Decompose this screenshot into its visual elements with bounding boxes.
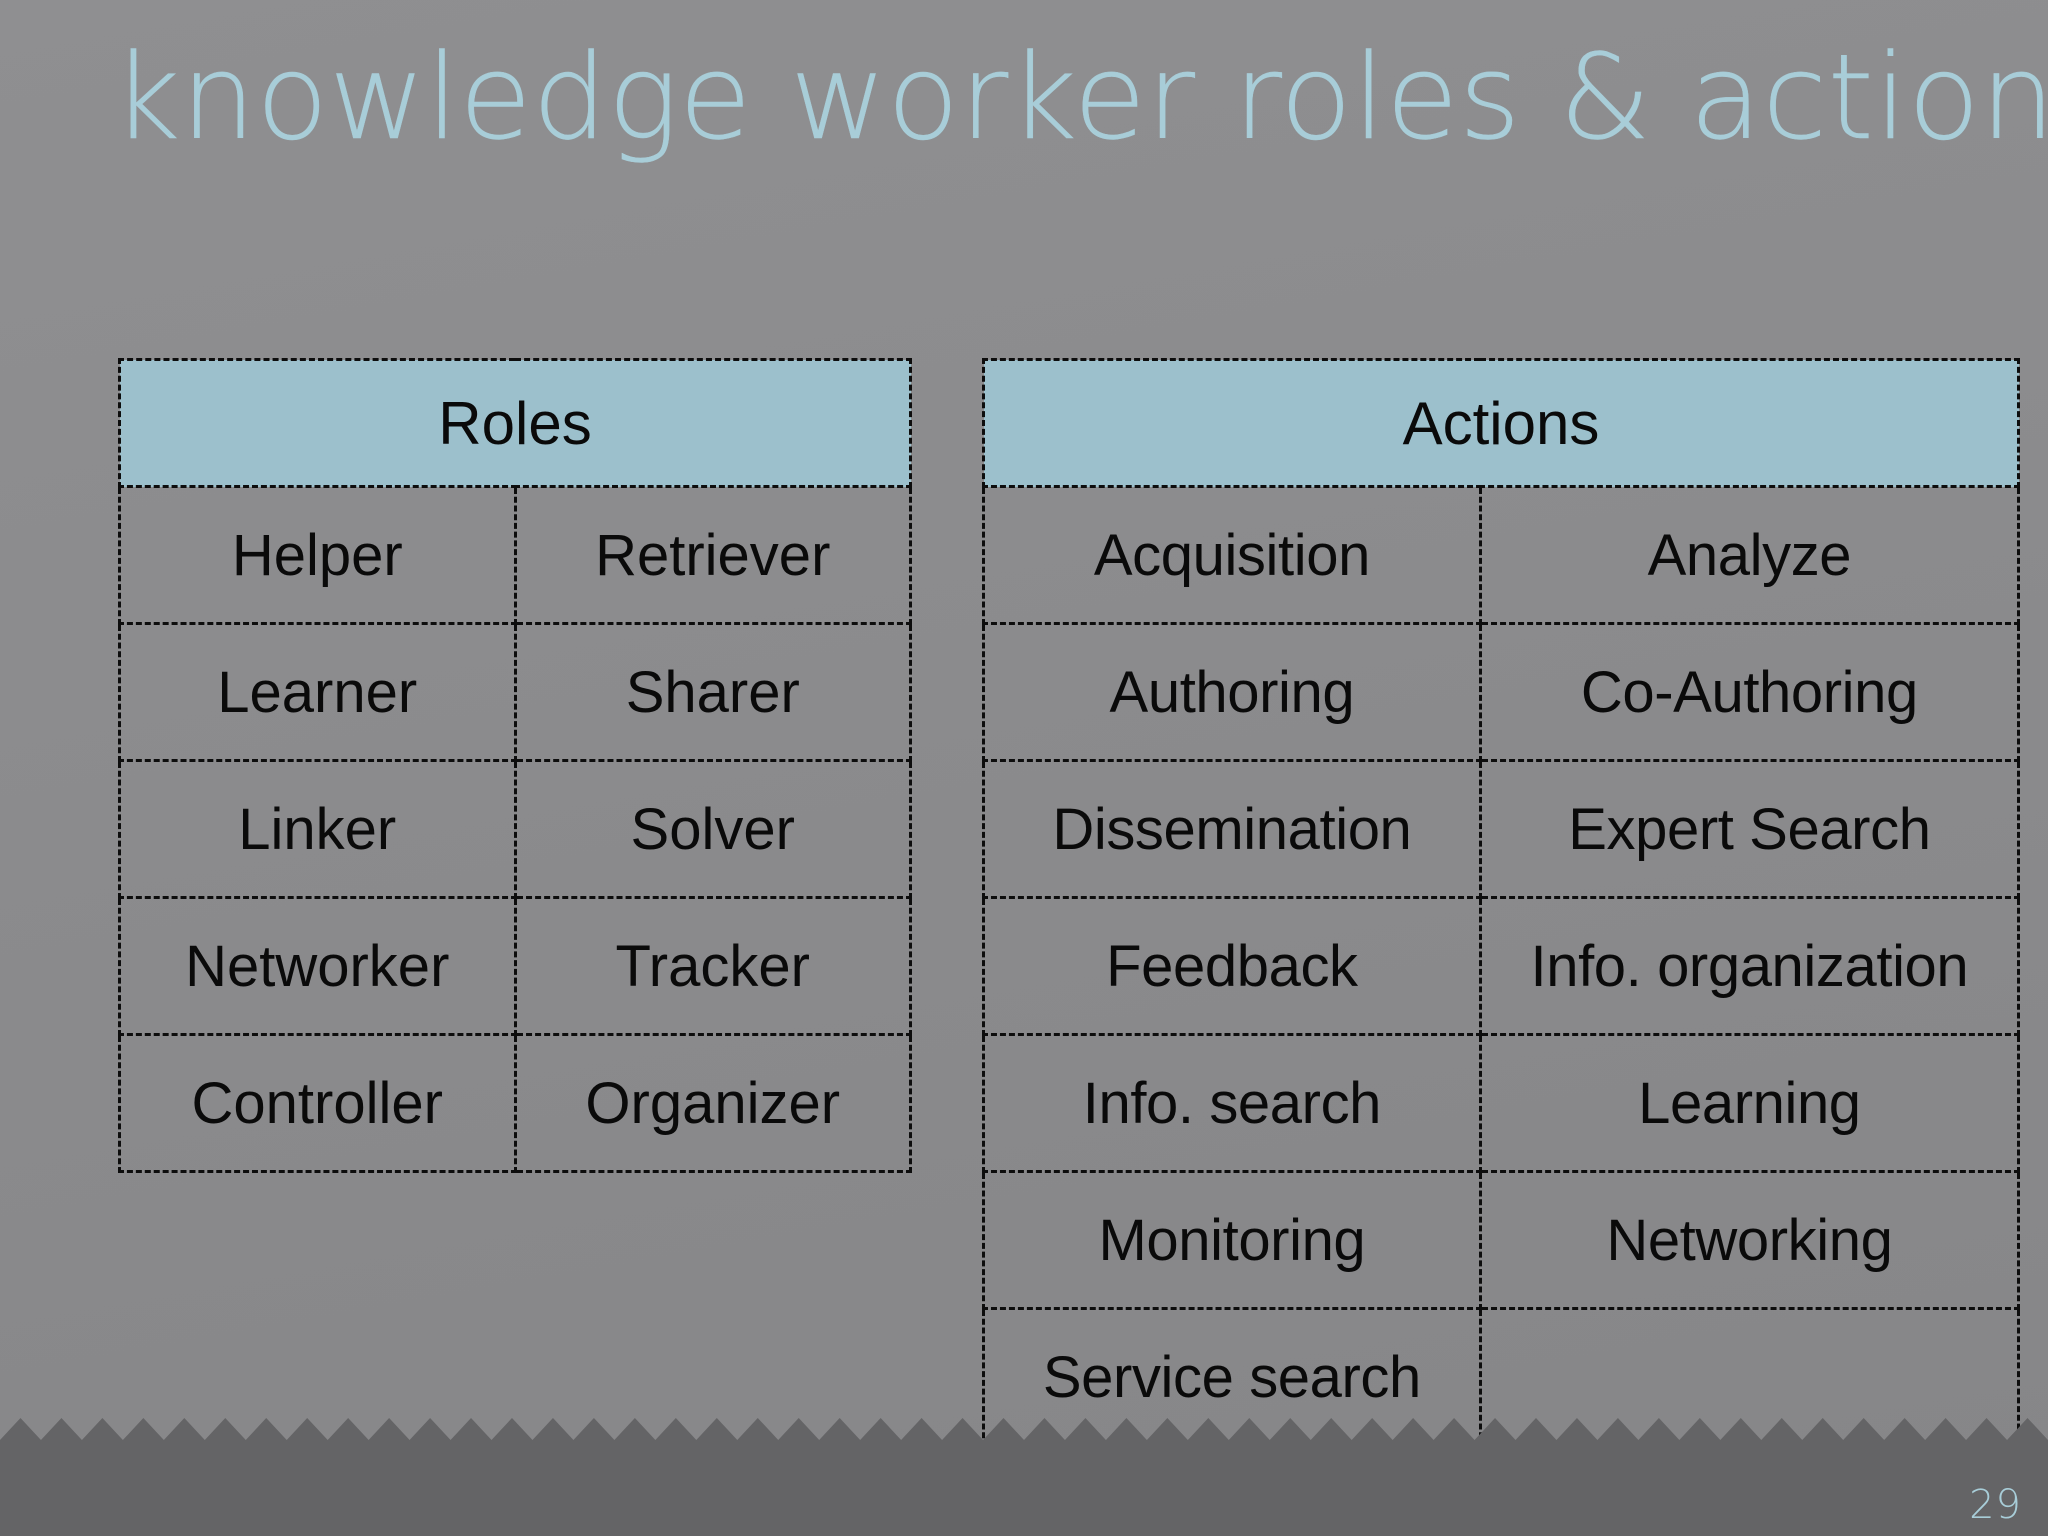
table-cell: Helper xyxy=(118,485,517,625)
roles-table: Roles Helper Retriever Learner Sharer Li… xyxy=(118,358,912,1173)
table-row: Service search xyxy=(982,1307,2021,1447)
table-cell: Authoring xyxy=(982,622,1482,762)
table-cell: Solver xyxy=(513,759,912,899)
table-row: Feedback Info. organization xyxy=(982,896,2021,1036)
roles-table-header: Roles xyxy=(118,358,912,488)
table-cell-empty xyxy=(1478,1307,2021,1447)
table-cell: Expert Search xyxy=(1478,759,2021,899)
table-row: Authoring Co-Authoring xyxy=(982,622,2021,762)
table-header-row: Roles xyxy=(118,358,912,488)
table-cell: Learner xyxy=(118,622,517,762)
table-cell: Dissemination xyxy=(982,759,1482,899)
table-cell: Networker xyxy=(118,896,517,1036)
page-number: 29 xyxy=(1969,1482,2022,1528)
table-row: Learner Sharer xyxy=(118,622,912,762)
table-cell: Service search xyxy=(982,1307,1482,1447)
table-row: Acquisition Analyze xyxy=(982,485,2021,625)
table-cell: Controller xyxy=(118,1033,517,1173)
table-header-row: Actions xyxy=(982,358,2020,488)
actions-table-header: Actions xyxy=(982,358,2020,488)
table-cell: Analyze xyxy=(1478,485,2021,625)
table-cell: Retriever xyxy=(513,485,912,625)
page-title: knowledge worker roles & actions xyxy=(112,28,2048,166)
table-cell: Linker xyxy=(118,759,517,899)
table-cell: Feedback xyxy=(982,896,1482,1036)
table-cell: Acquisition xyxy=(982,485,1482,625)
table-cell: Networking xyxy=(1478,1170,2021,1310)
table-cell: Tracker xyxy=(513,896,912,1036)
table-cell: Sharer xyxy=(513,622,912,762)
table-row: Linker Solver xyxy=(118,759,912,899)
actions-table: Actions Acquisition Analyze Authoring Co… xyxy=(982,358,2021,1447)
table-row: Helper Retriever xyxy=(118,485,912,625)
table-cell: Organizer xyxy=(513,1033,912,1173)
table-row: Networker Tracker xyxy=(118,896,912,1036)
table-cell: Info. organization xyxy=(1478,896,2021,1036)
table-row: Dissemination Expert Search xyxy=(982,759,2021,899)
table-row: Monitoring Networking xyxy=(982,1170,2021,1310)
table-cell: Co-Authoring xyxy=(1478,622,2021,762)
table-row: Info. search Learning xyxy=(982,1033,2021,1173)
table-cell: Learning xyxy=(1478,1033,2021,1173)
table-cell: Info. search xyxy=(982,1033,1482,1173)
table-cell: Monitoring xyxy=(982,1170,1482,1310)
table-row: Controller Organizer xyxy=(118,1033,912,1173)
